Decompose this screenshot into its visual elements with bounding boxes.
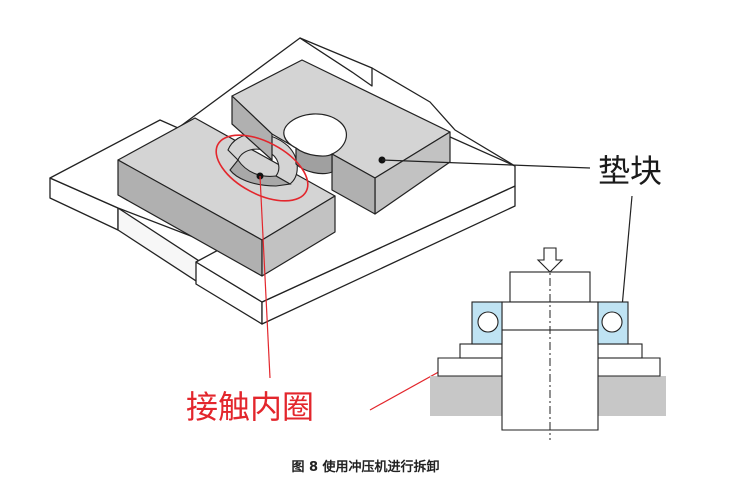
contact-leader-line: [259, 175, 271, 379]
contact-highlight-ellipse: [215, 134, 309, 202]
inner-ring-half: [227, 133, 298, 187]
bearing-section-view: [430, 247, 666, 440]
right-pad-block: [231, 59, 451, 215]
pad-leader-line: [381, 159, 591, 169]
pad-label: 垫块: [598, 152, 662, 190]
contact-inner-ring-label: 接触内圈: [186, 388, 314, 426]
figure-caption: 图 8 使用冲压机进行拆卸: [291, 460, 440, 475]
press-removal-diagram: 垫块 接触内圈: [49, 37, 666, 440]
left-pad-block: [117, 117, 336, 277]
